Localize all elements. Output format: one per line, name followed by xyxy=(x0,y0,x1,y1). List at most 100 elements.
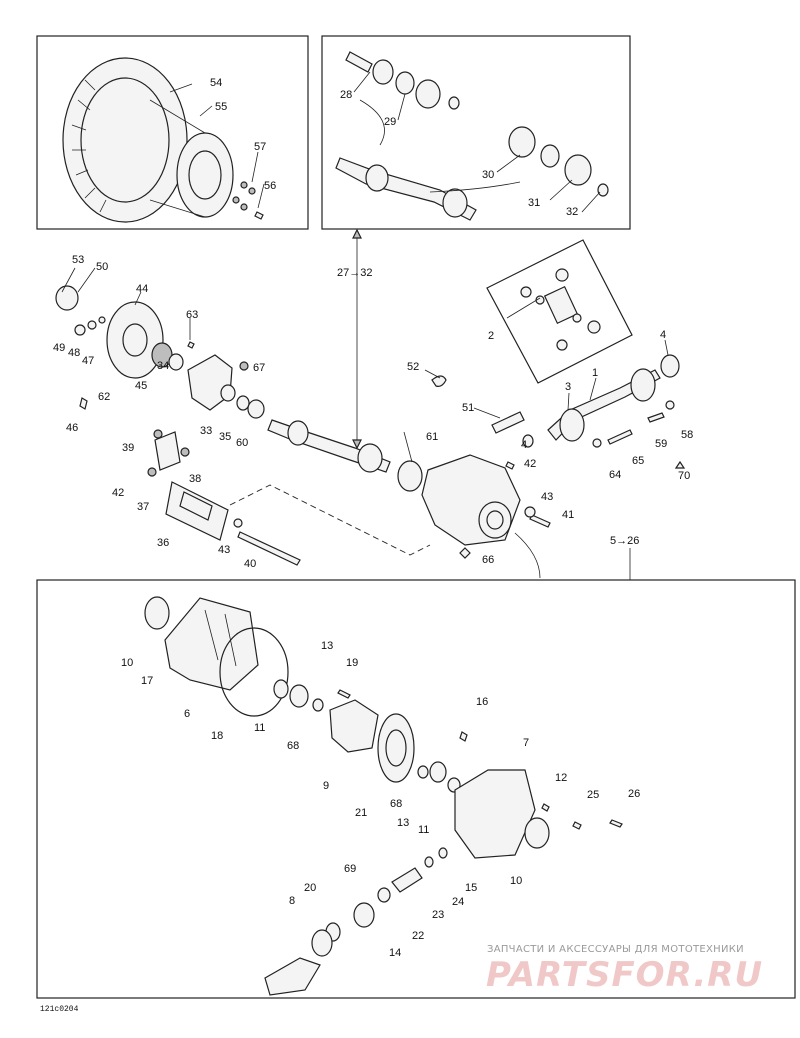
callout: 54 xyxy=(210,77,222,89)
watermark-tagline: ЗАПЧАСТИ И АКСЕССУАРЫ ДЛЯ МОТОТЕХНИКИ xyxy=(487,944,744,955)
driveshaft-drawing xyxy=(335,51,609,221)
callout: 42 xyxy=(524,458,536,470)
dashed-link-diff xyxy=(514,532,541,579)
callout: 68 xyxy=(390,798,402,810)
callout: 69 xyxy=(344,863,356,875)
callout: 70 xyxy=(678,470,690,482)
callout: 10 xyxy=(510,875,522,887)
callout: 20 xyxy=(304,882,316,894)
callout: 39 xyxy=(122,442,134,454)
callout: 35 xyxy=(219,431,231,443)
callout: 9 xyxy=(323,780,329,792)
callout: 66 xyxy=(482,554,494,566)
leader-lines xyxy=(61,71,669,463)
callout: 67 xyxy=(253,362,265,374)
hub-brake-drawing xyxy=(55,285,265,419)
callout: 25 xyxy=(587,789,599,801)
propeller-shaft-drawing xyxy=(431,354,686,469)
callout: 26 xyxy=(628,788,640,800)
callout: 2 xyxy=(488,330,494,342)
callout: 42 xyxy=(112,487,124,499)
callout: 34 xyxy=(157,360,169,372)
differential-frame xyxy=(36,579,796,999)
universal-joint-frame xyxy=(486,239,633,384)
callout: 11 xyxy=(254,722,265,734)
differential-exploded-drawing xyxy=(144,596,623,996)
callout: 49 xyxy=(53,342,65,354)
callout: 22 xyxy=(412,930,424,942)
callout: 45 xyxy=(135,380,147,392)
skid-plate-drawing xyxy=(147,429,301,566)
callout: 51 xyxy=(462,402,474,414)
callout: 55 xyxy=(215,101,227,113)
callout-labels: 54 55 57 56 28 29 30 31 32 27→32 53 50 4… xyxy=(40,77,693,1014)
callout: 60 xyxy=(236,437,248,449)
front-differential-drawing xyxy=(421,454,551,559)
callout: 38 xyxy=(189,473,201,485)
callout: 44 xyxy=(136,283,148,295)
callout: 16 xyxy=(476,696,488,708)
callout: 40 xyxy=(244,558,256,570)
callout: 57 xyxy=(254,141,266,153)
callout: 36 xyxy=(157,537,169,549)
callout: 50 xyxy=(96,261,108,273)
callout: 58 xyxy=(681,429,693,441)
callout: 46 xyxy=(66,422,78,434)
universal-joint-drawing xyxy=(520,268,601,351)
callout: 56 xyxy=(264,180,276,192)
group-ref-27-32: 27→32 xyxy=(337,267,372,279)
callout: 37 xyxy=(137,501,149,513)
callout: 47 xyxy=(82,355,94,367)
group-ref-5-26: 5→26 xyxy=(610,535,639,547)
axle-shaft-drawing xyxy=(267,419,423,492)
callout: 62 xyxy=(98,391,110,403)
callout: 1 xyxy=(592,367,598,379)
callout: 52 xyxy=(407,361,419,373)
callout: 6 xyxy=(184,708,190,720)
callout: 14 xyxy=(389,947,401,959)
callout: 29 xyxy=(384,116,396,128)
callout: 68 xyxy=(287,740,299,752)
callout: 41 xyxy=(562,509,574,521)
callout: 3 xyxy=(565,381,571,393)
callout: 12 xyxy=(555,772,567,784)
callout: 59 xyxy=(655,438,667,450)
callout: 10 xyxy=(121,657,133,669)
callout: 17 xyxy=(141,675,153,687)
tire-drawing xyxy=(62,57,234,223)
callout: 53 xyxy=(72,254,84,266)
watermark-logo: PARTSFOR.RU xyxy=(486,955,764,995)
dashed-link-skidplate xyxy=(229,484,431,556)
callout: 21 xyxy=(355,807,367,819)
callout: 13 xyxy=(397,817,409,829)
callout: 31 xyxy=(528,197,540,209)
callout: 30 xyxy=(482,169,494,181)
callout: 43 xyxy=(218,544,230,556)
callout: 65 xyxy=(632,455,644,467)
figure-code: 121c0204 xyxy=(40,1005,79,1014)
callout: 4 xyxy=(521,439,527,451)
wheel-frame xyxy=(36,35,309,230)
callout: 7 xyxy=(523,737,529,749)
driveshaft-frame xyxy=(321,35,631,230)
callout: 32 xyxy=(566,206,578,218)
callout: 33 xyxy=(200,425,212,437)
callout: 43 xyxy=(541,491,553,503)
callout: 23 xyxy=(432,909,444,921)
arrow-up xyxy=(352,228,362,239)
callout: 64 xyxy=(609,469,621,481)
callout: 19 xyxy=(346,657,358,669)
callout: 8 xyxy=(289,895,295,907)
callout: 24 xyxy=(452,896,464,908)
callout: 28 xyxy=(340,89,352,101)
callout: 18 xyxy=(211,730,223,742)
callout: 11 xyxy=(418,824,429,836)
arrow-down xyxy=(352,439,362,450)
callout: 15 xyxy=(465,882,477,894)
callout: 4 xyxy=(660,329,666,341)
callout: 63 xyxy=(186,309,198,321)
callout: 48 xyxy=(68,347,80,359)
wheel-hardware xyxy=(232,181,264,220)
callout: 13 xyxy=(321,640,333,652)
